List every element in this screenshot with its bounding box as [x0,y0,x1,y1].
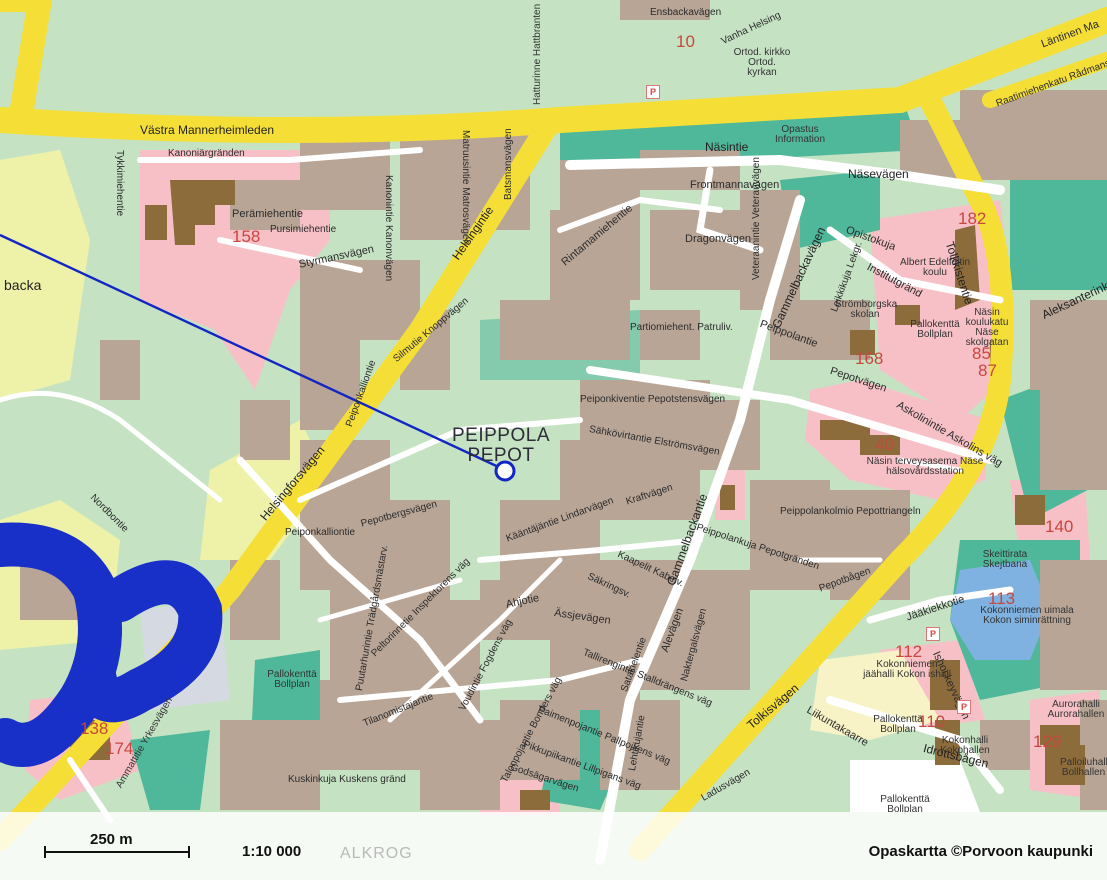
building-number: 112 [895,642,923,661]
building-number: 138 [80,719,109,738]
street-label: Tykkimiehentie [114,150,125,217]
street-label: Ensbackavägen [650,7,722,18]
place-label: Näsin terveysasema Näse hälsovårdsstatio… [866,456,984,477]
location-marker-icon[interactable] [493,459,517,483]
street-label: Västra Mannerheimleden [140,123,275,137]
poi-name-fi: PEIPPOLA [452,425,550,446]
sport-field [810,650,940,740]
street-label: Näsevägen [848,167,909,181]
street-label: Batsmansvägen [503,128,514,200]
street-label: Veteraanintie Veteranvägen [751,157,762,280]
street-label: Kuskinkuja Kuskens gränd [288,774,406,785]
route-line [0,233,506,472]
water-pond [950,560,1050,660]
place-label: Pallokenttä Bollplan [267,669,317,690]
place-label: Kokonhalli Kokohallen [940,735,990,756]
attribution: Opaskartta ©Porvoon kaupunki [868,843,1093,860]
place-label: Hatturinne Hattbranten [532,3,543,105]
teal-zone [780,170,880,250]
building-number: 174 [105,739,134,758]
place-label: Kokonniemen jäähalli Kokon ishall [863,659,951,680]
building-number: 129 [1033,732,1062,751]
building-number: 113 [988,589,1016,608]
street-label: backa [4,277,42,293]
place-label: Näsin koulukatu Näse skolgatan [965,307,1009,348]
faded-label: ALKROG [340,845,413,862]
parking-icon: P [646,85,660,99]
poi-label: PEIPPOLA PEPOT [452,426,550,466]
parking-icon: P [926,627,940,641]
place-label: Kokonniemen uimala Kokon siminrättning [980,605,1074,626]
teal-zone [130,730,210,810]
street-label: Peippolankolmio Pepottriangeln [780,506,921,517]
scale-label: 250 m [90,831,133,848]
building-number: 110 [918,712,946,731]
street-label: Matruusintie Matrosvägen [460,130,471,246]
street-label: Pursimiehentie [270,224,337,235]
porvoo-logo-stroke [0,522,223,767]
street-label: Kanoniärgränden [168,148,245,159]
building-number: 140 [1045,517,1074,536]
building-number: 182 [958,209,987,228]
scale-ratio: 1:10 000 [242,843,302,860]
street-label: Dragonvägen [685,233,752,245]
street-label: Kanonintie Kanonvägen [383,175,394,282]
street-label: Näsintie [705,140,749,154]
building-blocks [20,0,1107,810]
place-label: Opastus Information [774,124,826,145]
building-number: 168 [855,349,884,368]
street-label: Perämiehentie [232,208,303,220]
place-label: Ortod. kirkko Ortod. kyrkan [733,47,791,78]
building-number: 10 [676,32,695,51]
place-label: Strömborgska skolan [835,299,898,320]
place-label: Pallokenttä Bollplan [910,319,960,340]
street-label: Peiponkiventie Pepotstensvägen [580,394,726,405]
parking-icon: P [957,700,971,714]
building-number: 158 [232,227,261,246]
place-label: Pallokenttä Bollplan [880,794,930,815]
place-label: Skeittirata Skejtbana [982,549,1028,570]
street-label: Partiomiehent. Patruliv. [630,322,733,333]
building-number: 87 [978,361,997,380]
street-label: Frontmannavägen [690,179,780,191]
building-number: 40 [875,435,894,454]
streets [0,147,1014,865]
place-label: Albert Edelfeltin koulu [899,257,971,278]
scale-bar [44,846,190,858]
place-label: Aurorahalli Aurorahallen [1047,699,1105,720]
place-label: Palloiluhalli Bollhallen [1060,757,1107,778]
field-area [0,150,90,400]
building-number: 85 [972,344,991,363]
place-label: Pallokenttä Bollplan [873,714,923,735]
teal-zone [1010,160,1107,290]
poi-name-sv: PEPOT [467,444,535,466]
map-footer [0,812,1107,880]
sport-field [850,760,980,812]
street-label: Peiponkalliontie [285,527,356,538]
